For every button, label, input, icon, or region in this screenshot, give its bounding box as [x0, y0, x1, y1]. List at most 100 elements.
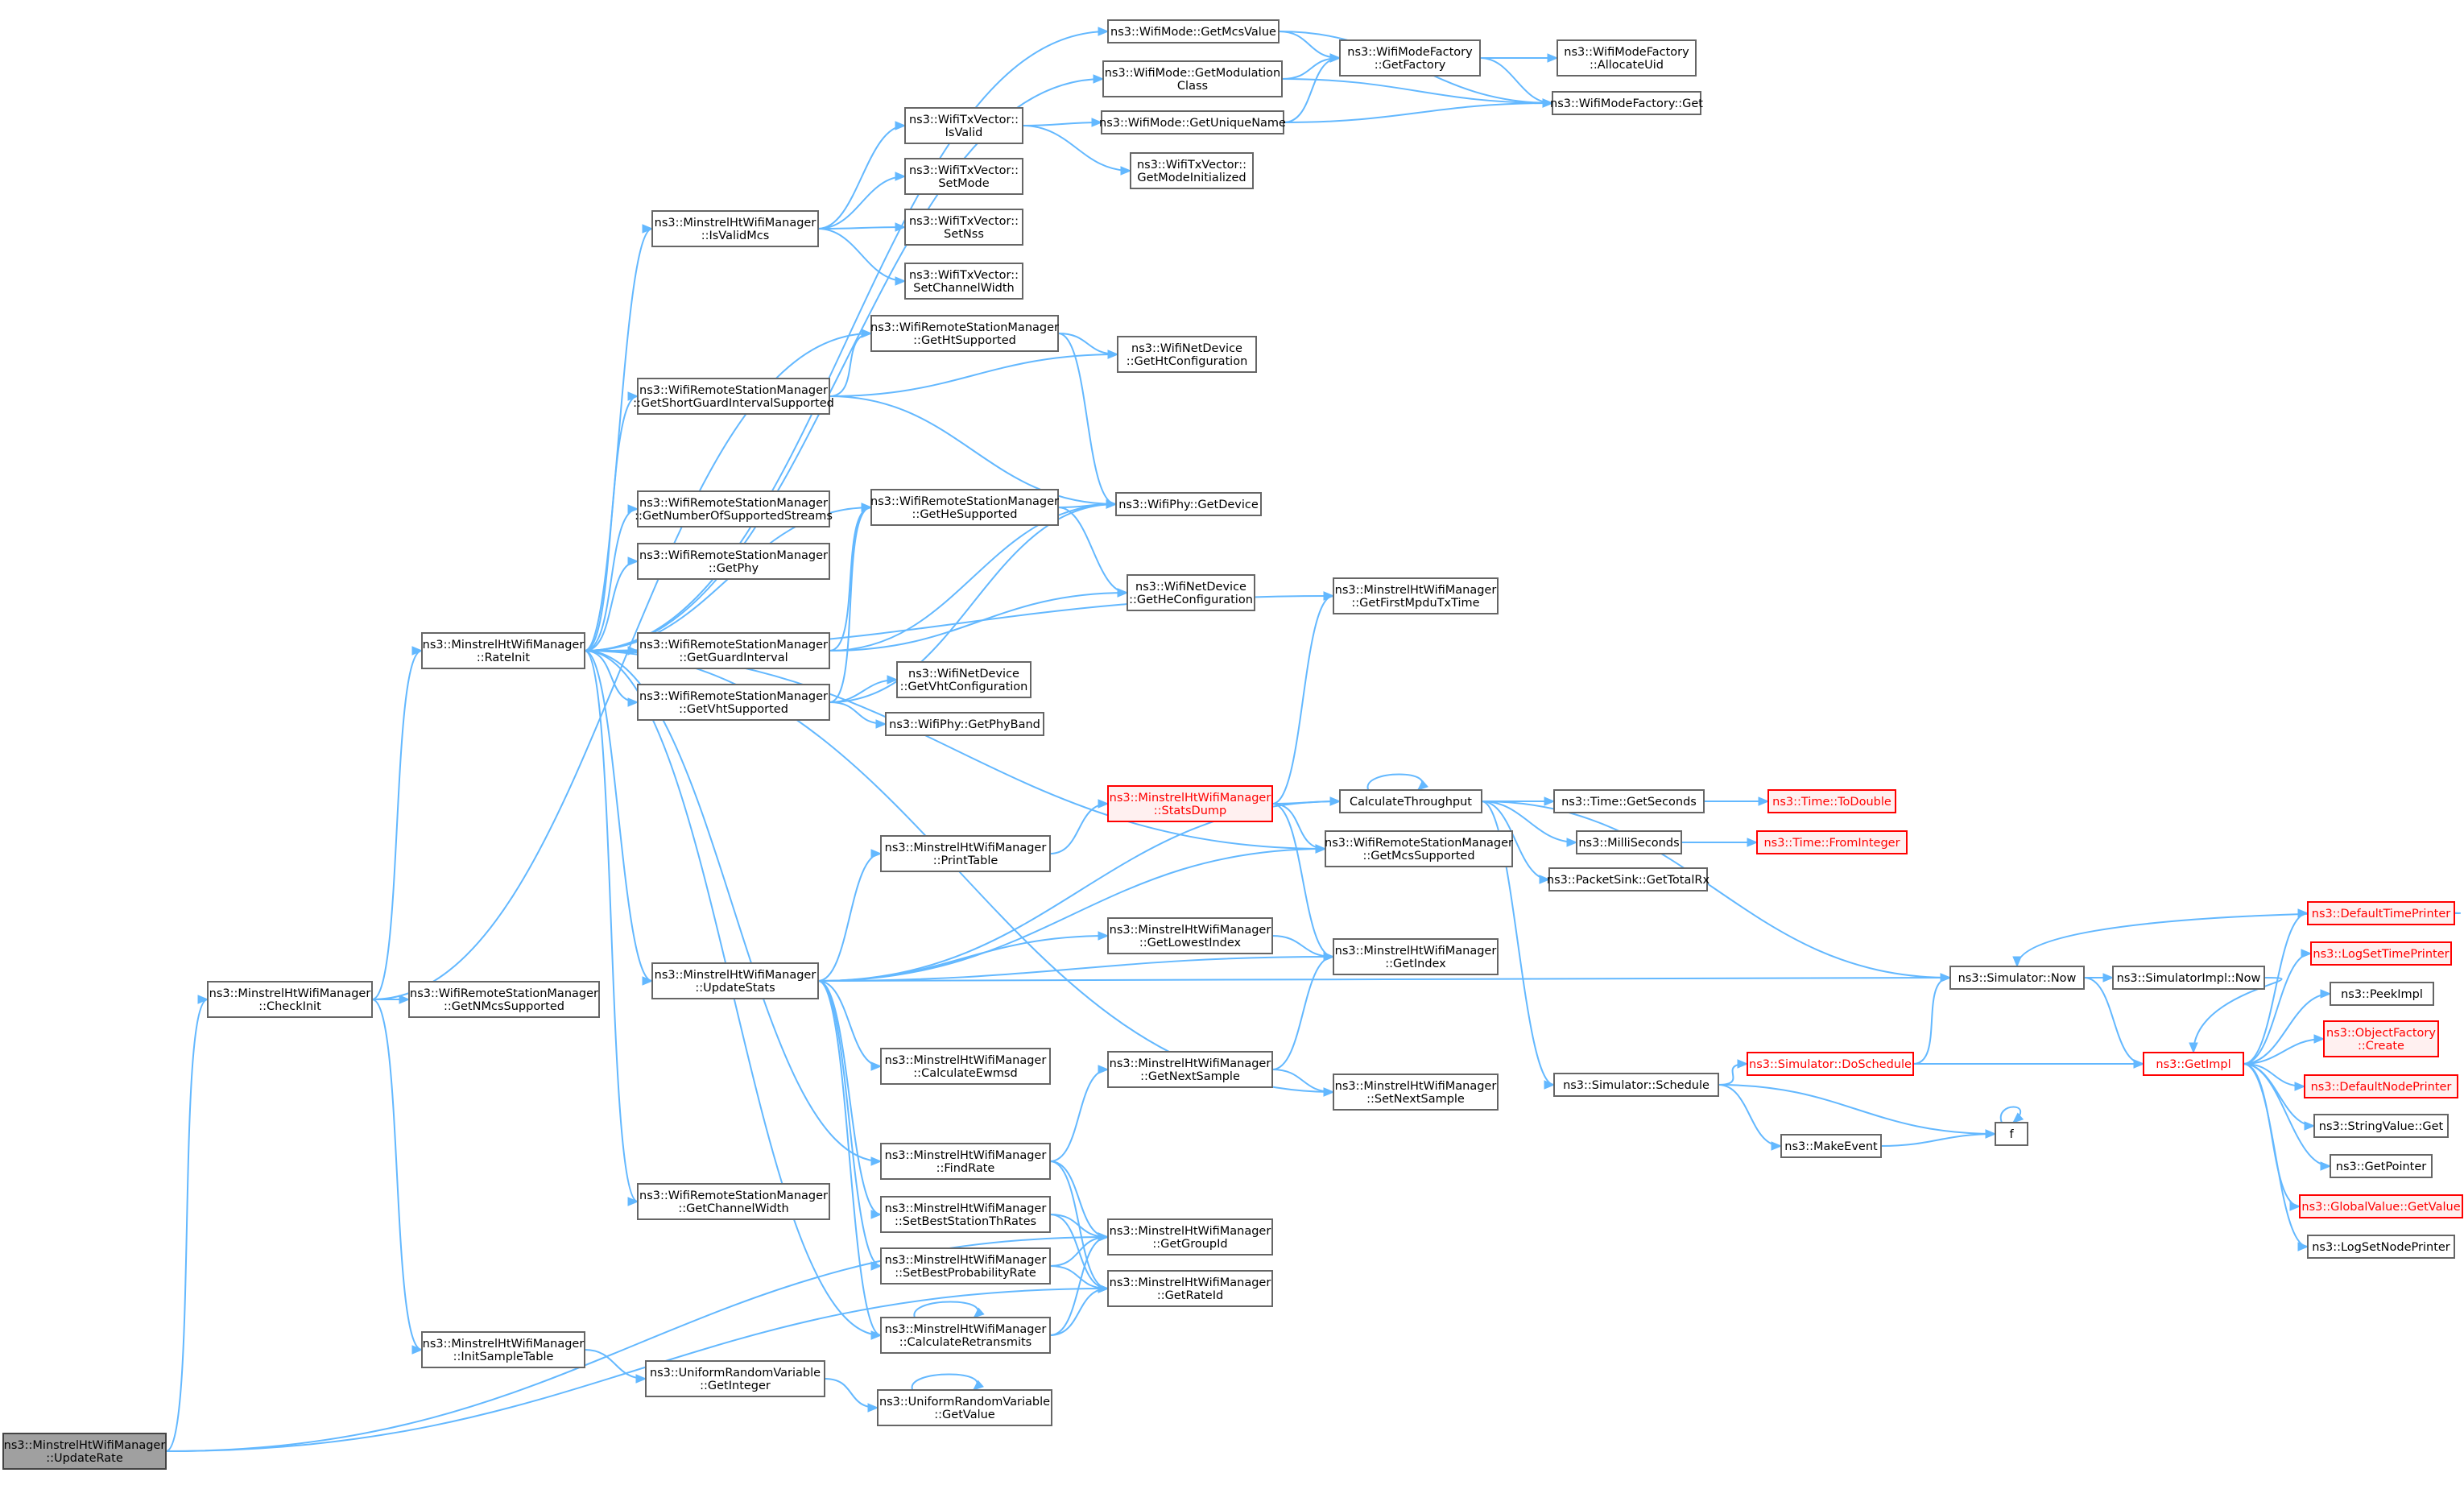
- node-get-phy[interactable]: ns3::WifiRemoteStationManager::GetPhy: [637, 543, 830, 580]
- node-get-rate-id[interactable]: ns3::MinstrelHtWifiManager::GetRateId: [1107, 1270, 1273, 1307]
- node-box: [1107, 785, 1273, 822]
- node-wmfget[interactable]: ns3::WifiModeFactory::Get: [1550, 91, 1703, 115]
- node-label: ns3::MinstrelHtWifiManager: [1335, 945, 1497, 958]
- edge-rate-init-to-get-phy: [584, 556, 639, 652]
- node-string-value-get[interactable]: ns3::StringValue::Get: [2313, 1114, 2449, 1138]
- node-rate-init[interactable]: ns3::MinstrelHtWifiManager::RateInit: [421, 632, 585, 669]
- node-get-nmcs-supported[interactable]: ns3::WifiRemoteStationManager::GetNMcsSu…: [408, 981, 600, 1018]
- node-get-ht-configuration[interactable]: ns3::WifiNetDevice::GetHtConfiguration: [1117, 336, 1257, 373]
- node-get-unique-name[interactable]: ns3::WifiMode::GetUniqueName: [1099, 110, 1286, 134]
- node-wmfget-factory[interactable]: ns3::WifiModeFactory::GetFactory: [1339, 39, 1481, 77]
- node-urvget-value[interactable]: ns3::UniformRandomVariable::GetValue: [877, 1389, 1052, 1426]
- node-time-from-integer[interactable]: ns3::Time::FromInteger: [1756, 830, 1908, 854]
- node-tx-set-mode[interactable]: ns3::WifiTxVector::SetMode: [904, 158, 1023, 195]
- node-phy-get-device[interactable]: ns3::WifiPhy::GetDevice: [1115, 492, 1262, 516]
- edge-arrowhead: [2289, 1202, 2301, 1211]
- node-is-valid-mcs[interactable]: ns3::MinstrelHtWifiManager::IsValidMcs: [651, 210, 819, 247]
- node-calculate-throughput[interactable]: CalculateThroughput: [1339, 789, 1482, 813]
- node-milli-seconds[interactable]: ns3::MilliSeconds: [1576, 830, 1682, 854]
- node-get-ht-supported[interactable]: ns3::WifiRemoteStationManager::GetHtSupp…: [870, 315, 1059, 352]
- node-label: ns3::GetImpl: [2156, 1058, 2230, 1071]
- edge-calculate-retransmits-to-get-rate-id: [1049, 1284, 1110, 1336]
- node-label: ::GetVhtSupported: [679, 703, 788, 716]
- call-graph-nodes: ns3::MinstrelHtWifiManager::UpdateRate ns…: [2, 19, 2463, 1470]
- node-box: [1107, 1218, 1273, 1256]
- node-get-pointer[interactable]: ns3::GetPointer: [2330, 1154, 2433, 1178]
- edge-arrowhead: [1547, 53, 1559, 63]
- node-check-init[interactable]: ns3::MinstrelHtWifiManager::CheckInit: [207, 981, 373, 1018]
- node-get-channel-width[interactable]: ns3::WifiRemoteStationManager::GetChanne…: [637, 1183, 830, 1220]
- edge-arrowhead: [1544, 1080, 1556, 1090]
- node-label: ns3::MakeEvent: [1784, 1140, 1878, 1153]
- node-label: ns3::WifiTxVector::: [909, 114, 1019, 126]
- node-box: [207, 981, 373, 1018]
- node-sim-schedule[interactable]: ns3::Simulator::Schedule: [1553, 1073, 1719, 1097]
- node-get-impl[interactable]: ns3::GetImpl: [2143, 1052, 2244, 1076]
- node-get-he-supported[interactable]: ns3::WifiRemoteStationManager::GetHeSupp…: [870, 489, 1059, 526]
- node-stats-dump[interactable]: ns3::MinstrelHtWifiManager::StatsDump: [1107, 785, 1273, 822]
- node-label: ns3::WifiNetDevice: [908, 668, 1019, 681]
- node-time-get-seconds[interactable]: ns3::Time::GetSeconds: [1553, 789, 1705, 813]
- node-calculate-retransmits[interactable]: ns3::MinstrelHtWifiManager::CalculateRet…: [880, 1317, 1051, 1354]
- node-default-time-printer[interactable]: ns3::DefaultTimePrinter: [2307, 901, 2455, 925]
- node-get-index[interactable]: ns3::MinstrelHtWifiManager::GetIndex: [1333, 938, 1499, 975]
- node-get-mode-initialized[interactable]: ns3::WifiTxVector::GetModeInitialized: [1130, 152, 1254, 189]
- node-default-node-printer[interactable]: ns3::DefaultNodePrinter: [2304, 1074, 2458, 1098]
- node-get-he-configuration[interactable]: ns3::WifiNetDevice::GetHeConfiguration: [1127, 574, 1255, 611]
- node-packet-sink-get-total-rx[interactable]: ns3::PacketSink::GetTotalRx: [1547, 867, 1710, 892]
- node-get-phy-band[interactable]: ns3::WifiPhy::GetPhyBand: [885, 712, 1044, 736]
- node-calculate-ewmsd[interactable]: ns3::MinstrelHtWifiManager::CalculateEwm…: [880, 1048, 1051, 1085]
- node-get-mcs-value[interactable]: ns3::WifiMode::GetMcsValue: [1107, 19, 1280, 43]
- node-tx-set-nss[interactable]: ns3::WifiTxVector::SetNss: [904, 209, 1023, 246]
- node-sim-impl-now[interactable]: ns3::SimulatorImpl::Now: [2112, 966, 2265, 990]
- node-tx-set-channel-width[interactable]: ns3::WifiTxVector::SetChannelWidth: [904, 263, 1023, 300]
- node-get-guard-interval[interactable]: ns3::WifiRemoteStationManager::GetGuardI…: [637, 632, 830, 669]
- node-label: ::GetPhy: [709, 562, 759, 575]
- node-peek-impl[interactable]: ns3::PeekImpl: [2330, 982, 2434, 1006]
- node-label: ns3::GetPointer: [2336, 1160, 2427, 1173]
- node-get-group-id[interactable]: ns3::MinstrelHtWifiManager::GetGroupId: [1107, 1218, 1273, 1256]
- node-init-sample-table[interactable]: ns3::MinstrelHtWifiManager::InitSampleTa…: [421, 1331, 585, 1368]
- node-get-vht-supported[interactable]: ns3::WifiRemoteStationManager::GetVhtSup…: [637, 684, 830, 721]
- node-get-vht-configuration[interactable]: ns3::WifiNetDevice::GetVhtConfiguration: [896, 661, 1031, 698]
- edge-line: [1912, 977, 1951, 1065]
- node-f[interactable]: f: [1995, 1122, 2028, 1146]
- edge-arrowhead: [1539, 875, 1551, 884]
- node-label: ::RateInit: [477, 652, 531, 664]
- node-get-mcs-supported[interactable]: ns3::WifiRemoteStationManager::GetMcsSup…: [1325, 830, 1513, 867]
- node-print-table[interactable]: ns3::MinstrelHtWifiManager::PrintTable: [880, 835, 1051, 872]
- node-get-first-mpdu-tx-time[interactable]: ns3::MinstrelHtWifiManager::GetFirstMpdu…: [1333, 577, 1499, 614]
- node-time-to-double[interactable]: ns3::Time::ToDouble: [1767, 789, 1896, 813]
- node-find-rate[interactable]: ns3::MinstrelHtWifiManager::FindRate: [880, 1143, 1051, 1180]
- node-tx-is-valid[interactable]: ns3::WifiTxVector::IsValid: [904, 107, 1023, 144]
- edge-sim-schedule-to-f: [1718, 1084, 1997, 1139]
- node-label: ns3::ObjectFactory: [2326, 1027, 2436, 1040]
- node-update-rate[interactable]: ns3::MinstrelHtWifiManager::UpdateRate: [2, 1433, 167, 1470]
- node-global-value-get-value[interactable]: ns3::GlobalValue::GetValue: [2299, 1194, 2463, 1218]
- node-get-lowest-index[interactable]: ns3::MinstrelHtWifiManager::GetLowestInd…: [1107, 917, 1273, 954]
- node-log-set-node-printer[interactable]: ns3::LogSetNodePrinter: [2307, 1235, 2455, 1259]
- node-set-best-station-th-rates[interactable]: ns3::MinstrelHtWifiManager::SetBestStati…: [880, 1196, 1051, 1233]
- node-get-short-gi[interactable]: ns3::WifiRemoteStationManager::GetShortG…: [633, 378, 834, 415]
- node-object-factory-create[interactable]: ns3::ObjectFactory::Create: [2323, 1020, 2439, 1057]
- node-set-best-probability-rate[interactable]: ns3::MinstrelHtWifiManager::SetBestProba…: [880, 1247, 1051, 1285]
- node-update-stats[interactable]: ns3::MinstrelHtWifiManager::UpdateStats: [651, 962, 819, 999]
- node-urvget-integer[interactable]: ns3::UniformRandomVariable::GetInteger: [645, 1360, 825, 1397]
- node-get-number-of-streams[interactable]: ns3::WifiRemoteStationManager::GetNumber…: [635, 490, 833, 527]
- node-get-next-sample[interactable]: ns3::MinstrelHtWifiManager::GetNextSampl…: [1107, 1051, 1273, 1088]
- edge-arrowhead: [1940, 973, 1952, 983]
- node-make-event[interactable]: ns3::MakeEvent: [1780, 1134, 1882, 1158]
- edge-rate-init-to-get-vht-supported: [584, 650, 639, 707]
- edge-line: [2193, 977, 2283, 1053]
- node-box: [1107, 19, 1280, 43]
- node-box: [651, 210, 819, 247]
- node-box: [2, 1433, 167, 1470]
- node-sim-do-schedule[interactable]: ns3::Simulator::DoSchedule: [1747, 1052, 1914, 1076]
- node-log-set-time-printer[interactable]: ns3::LogSetTimePrinter: [2310, 941, 2452, 966]
- node-set-next-sample[interactable]: ns3::MinstrelHtWifiManager::SetNextSampl…: [1333, 1074, 1499, 1111]
- node-wmfallocate-uid[interactable]: ns3::WifiModeFactory::AllocateUid: [1557, 39, 1697, 77]
- edge-arrowhead: [411, 1345, 424, 1355]
- node-sim-now[interactable]: ns3::Simulator::Now: [1949, 966, 2085, 990]
- node-label: ns3::WifiMode::GetMcsValue: [1110, 26, 1276, 39]
